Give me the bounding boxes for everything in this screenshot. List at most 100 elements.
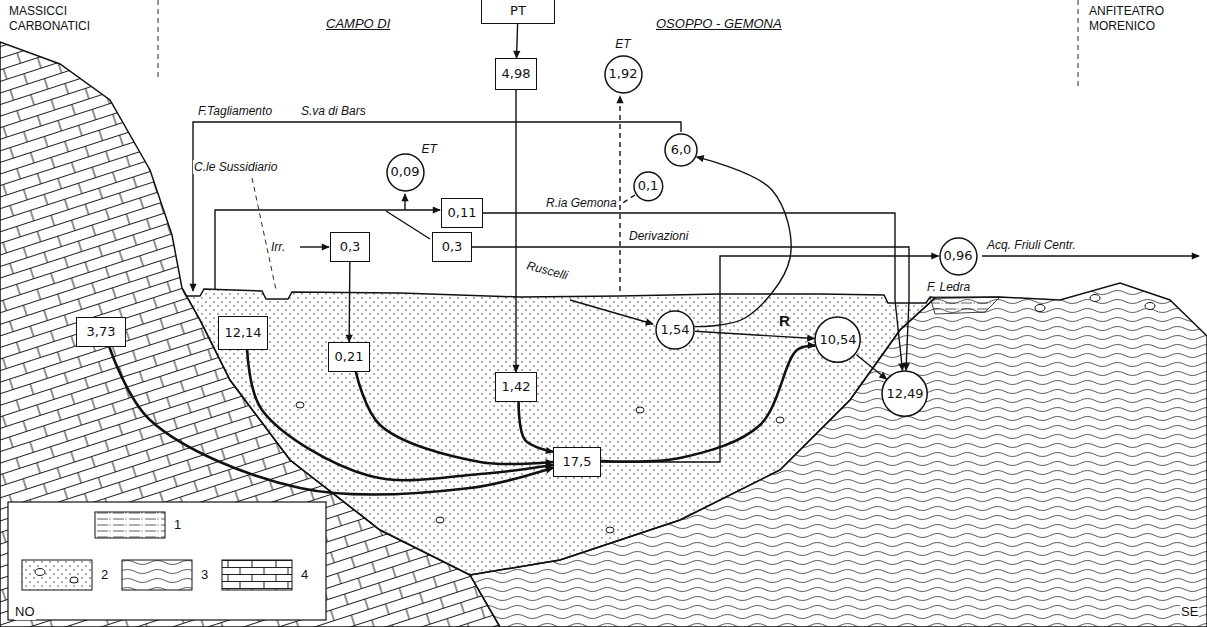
orientation-label: SE bbox=[1180, 604, 1199, 620]
flow-box: 1,42 bbox=[495, 372, 537, 402]
flow-arrow bbox=[517, 24, 518, 58]
flow-value: 17,5 bbox=[563, 455, 592, 470]
aqueduct-label: Acq. Friuli Centr. bbox=[986, 238, 1077, 252]
flow-arrow bbox=[856, 355, 886, 379]
flow-line bbox=[386, 211, 430, 239]
flow-box: 0,21 bbox=[328, 342, 370, 372]
flow-value: PT bbox=[510, 4, 526, 19]
flow-box: 0,11 bbox=[441, 198, 483, 228]
region-label: MASSICCI CARBONATICI bbox=[8, 4, 122, 34]
flow-value: 0,1 bbox=[638, 179, 659, 194]
zone-divider bbox=[1078, 0, 1079, 88]
circle-outline bbox=[940, 238, 977, 275]
flow-circle: 0,1 bbox=[633, 171, 664, 202]
flow-arrow bbox=[356, 372, 553, 464]
legend-label: 2 bbox=[100, 567, 109, 583]
flow-circle: 10,54 bbox=[814, 316, 861, 363]
flow-line bbox=[215, 210, 440, 289]
flow-value: 4,98 bbox=[502, 67, 531, 82]
lake-deposit bbox=[930, 297, 1000, 314]
flow-tag: ET bbox=[614, 38, 631, 52]
flow-circle: ET1,92 bbox=[604, 55, 643, 94]
region-label: ANFITEATRO MORENICO bbox=[1088, 4, 1202, 34]
flow-arrow bbox=[695, 331, 814, 338]
flow-box: 3,73 bbox=[76, 317, 126, 347]
flow-value: 0,3 bbox=[442, 240, 463, 255]
flow-label: R bbox=[778, 312, 791, 330]
river-label: F.Tagliamento bbox=[197, 104, 273, 118]
flow-tag: ET bbox=[420, 143, 437, 157]
pebble bbox=[636, 407, 644, 413]
flow-value: 3,73 bbox=[87, 325, 116, 340]
river-label: F. Ledra bbox=[926, 280, 971, 294]
flow-circle: 0,09ET bbox=[386, 153, 425, 192]
flow-arrow bbox=[695, 157, 791, 327]
flow-box: 4,98 bbox=[495, 58, 537, 90]
pebble bbox=[606, 527, 614, 533]
flow-arrow bbox=[247, 350, 553, 480]
flow-value: 0,21 bbox=[335, 350, 364, 365]
pebble bbox=[1145, 303, 1155, 310]
flow-arrow bbox=[348, 262, 350, 342]
flow-line bbox=[404, 194, 405, 210]
orientation-label: NO bbox=[14, 604, 36, 620]
legend-label: 4 bbox=[300, 567, 309, 583]
pebble bbox=[35, 569, 45, 576]
pebble bbox=[776, 417, 784, 423]
circle-outline bbox=[634, 172, 663, 201]
input-bracket: PT bbox=[481, 0, 555, 24]
pebble bbox=[1090, 295, 1100, 302]
flow-value: 0,3 bbox=[340, 240, 361, 255]
circle-outline bbox=[882, 371, 927, 416]
flow-arrow bbox=[472, 247, 909, 370]
legend-swatch bbox=[22, 560, 92, 590]
flow-value: 0,96 bbox=[944, 249, 973, 264]
legend-label: 3 bbox=[200, 567, 209, 583]
canal-label: C.le Sussidiario bbox=[193, 160, 278, 174]
legend-swatch bbox=[95, 512, 165, 538]
flow-value: 0,09 bbox=[391, 165, 420, 180]
flow-circle: 0,96 bbox=[939, 237, 978, 276]
flow-value: 1,92 bbox=[609, 67, 638, 82]
flow-value: 0,11 bbox=[448, 206, 477, 221]
flow-arrow bbox=[601, 256, 939, 462]
flow-circle: 6,0 bbox=[664, 133, 698, 167]
flow-circle: 12,49 bbox=[881, 370, 928, 417]
edge-label: Derivazioni bbox=[628, 229, 689, 243]
area-title: OSOPPO - GEMONA bbox=[655, 16, 783, 32]
pebble bbox=[296, 402, 304, 408]
pebble bbox=[1035, 305, 1045, 312]
flow-value: 12,49 bbox=[886, 387, 923, 402]
flow-value: 12,14 bbox=[224, 326, 261, 341]
legend-box bbox=[8, 502, 326, 620]
pebble bbox=[436, 517, 444, 523]
flow-box: 0,3 bbox=[330, 232, 370, 262]
flow-box: 0,3 bbox=[432, 232, 472, 262]
flow-line bbox=[570, 300, 653, 324]
circle-outline bbox=[656, 311, 694, 349]
flow-line bbox=[193, 122, 681, 291]
circle-outline bbox=[605, 56, 642, 93]
circle-outline bbox=[815, 317, 860, 362]
circle-outline bbox=[665, 134, 697, 166]
flow-arrow bbox=[515, 90, 516, 372]
area-title: CAMPO DI bbox=[325, 16, 391, 32]
pebbles bbox=[296, 295, 1155, 534]
flow-arrow bbox=[483, 213, 903, 371]
edge-label: R.ia Gemona bbox=[545, 196, 618, 210]
flow-arrow bbox=[519, 402, 553, 452]
flow-line bbox=[982, 255, 1199, 256]
flow-value: 6,0 bbox=[671, 143, 692, 158]
morainic-amphitheatre bbox=[470, 283, 1207, 627]
legend-swatch bbox=[122, 560, 192, 590]
zone-divider bbox=[158, 0, 159, 80]
flow-box: 17,5 bbox=[553, 447, 601, 477]
flow-arrow bbox=[601, 346, 815, 462]
flow-line bbox=[300, 246, 329, 247]
evapotranspiration-line bbox=[621, 195, 635, 204]
flow-value: 1,42 bbox=[502, 380, 531, 395]
legend-label: 1 bbox=[173, 517, 182, 533]
leader-line bbox=[252, 178, 276, 290]
